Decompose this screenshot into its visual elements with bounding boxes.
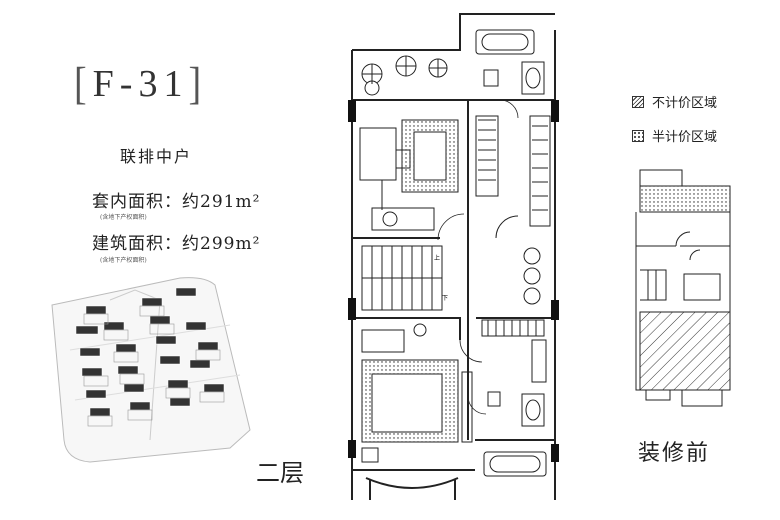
site-plan-buildings — [75, 287, 225, 417]
site-plan-yards — [83, 305, 225, 427]
model-title: [F-31] — [74, 59, 207, 109]
dots-swatch-icon — [632, 129, 644, 142]
balcony-planters — [361, 55, 448, 96]
legend-not-counted: 不计价区域 — [632, 92, 717, 111]
closet-top — [475, 115, 551, 227]
inner-area-label: 套内面积：约291m² — [92, 192, 261, 212]
legend-not-counted-label: 不计价区域 — [652, 96, 718, 111]
stairs — [361, 245, 443, 311]
floor-label: 二层 — [256, 459, 304, 487]
hatch-swatch-icon — [632, 95, 644, 108]
doors — [437, 99, 519, 415]
bathroom-top-fixtures — [483, 61, 545, 95]
build-area-label: 建筑面积：约299m² — [92, 234, 261, 254]
legend-half-counted: 半计价区域 — [632, 126, 717, 145]
legend-half-counted-label: 半计价区域 — [652, 130, 718, 145]
model-code: F-31 — [92, 63, 189, 105]
bedroom-top — [359, 119, 459, 231]
stair-up-mark: 上 — [434, 254, 440, 262]
stair-down-mark: 下 — [442, 295, 448, 302]
title-bracket-close: ] — [188, 58, 208, 110]
closet-bottom — [481, 319, 547, 383]
before-renovation-label: 装修前 — [638, 441, 711, 466]
bathtub-top — [475, 29, 535, 55]
bedroom-bottom — [361, 323, 473, 463]
build-area-note: (含地下产权面积) — [100, 257, 147, 264]
bathroom-bottom-fixtures — [483, 391, 547, 477]
inner-area-note: (含地下产权面积) — [100, 214, 147, 221]
title-bracket-open: [ — [74, 58, 93, 110]
plan-wall-columns — [348, 100, 559, 462]
hall-chairs — [495, 215, 541, 305]
unit-type-label: 联排中户 — [120, 147, 193, 166]
